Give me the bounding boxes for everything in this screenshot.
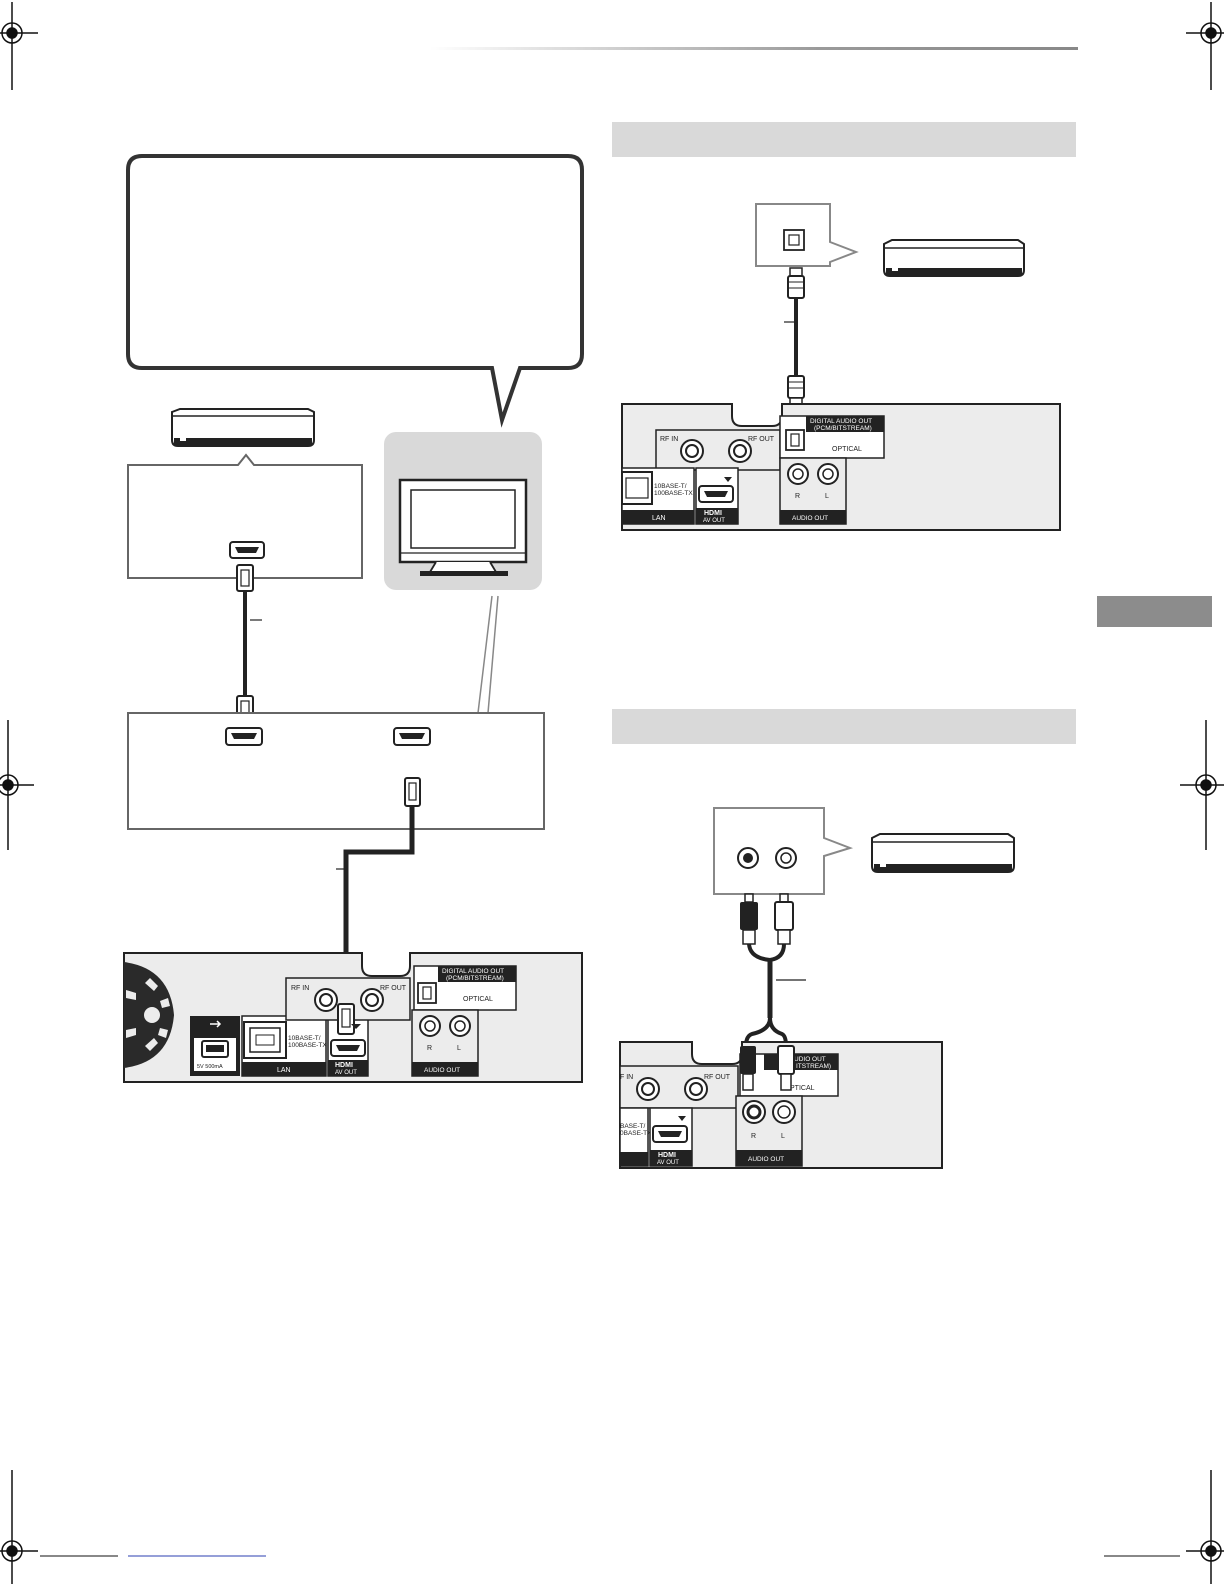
hdmi-logo-analog: HDMI	[658, 1152, 676, 1159]
header-rule	[430, 47, 1078, 50]
section-bar-analog	[612, 709, 1076, 744]
digital-audio-out-label-optical: DIGITAL AUDIO OUT	[810, 418, 872, 425]
av-out-label-optical: AV OUT	[703, 518, 725, 524]
audio-out-label-optical: AUDIO OUT	[792, 515, 828, 522]
av-out-label: AV OUT	[335, 1070, 357, 1076]
rf-out-label-analog: RF OUT	[704, 1074, 731, 1081]
hdmi-cable-amplifier	[236, 564, 262, 723]
player-rear-panel-optical: RF IN RF OUT 10BASE-T/ 100BASE-TX LAN HD…	[621, 403, 1061, 531]
hdmi-connection-diagram: 5V 500mA 10BASE-T/ 100BASE-TX LAN HDMI A…	[123, 154, 584, 1083]
rf-in-label-analog: F IN	[620, 1074, 633, 1081]
hdmi-port-icon	[229, 541, 265, 559]
lan-port-label: 10BASE-T/	[288, 1035, 321, 1042]
rf-out-label: RF OUT	[380, 985, 407, 992]
rca-cable	[740, 893, 806, 1047]
channel-r-label-analog: R	[751, 1133, 756, 1140]
amplifier-device	[171, 408, 315, 447]
amplifier-callout-box	[127, 453, 363, 579]
digital-audio-out-label-analog: UDIO OUT	[794, 1056, 826, 1063]
section-bar-optical	[612, 122, 1076, 157]
registration-mark-bottom-right	[1186, 1470, 1224, 1584]
pcm-bitstream-label: (PCM/BITSTREAM)	[446, 975, 504, 982]
lan-port-label2-analog: 0BASE-TX	[620, 1130, 652, 1137]
amplifier-device-analog	[871, 833, 1015, 873]
optical-cable	[784, 267, 805, 419]
optical-callout-box	[755, 203, 859, 267]
hdmi-cable-tv	[336, 777, 421, 1004]
hdmi-port-icon-tv	[393, 727, 431, 746]
tv-device	[384, 432, 542, 590]
rf-in-label: RF IN	[291, 985, 309, 992]
registration-mark-top-right	[1186, 2, 1224, 90]
channel-r-label-optical: R	[795, 493, 800, 500]
lan-port-label-optical: 10BASE-T/	[654, 483, 687, 490]
amplifier-device-optical	[883, 239, 1025, 277]
digital-audio-out-label: DIGITAL AUDIO OUT	[442, 968, 504, 975]
audio-out-label-analog: AUDIO OUT	[748, 1156, 784, 1163]
optical-connection-diagram: RF IN RF OUT 10BASE-T/ 100BASE-TX LAN HD…	[621, 203, 1061, 531]
hdmi-logo-optical: HDMI	[704, 510, 722, 517]
analog-connection-diagram: F IN RF OUT BASE-T/ 0BASE-TX HDMI AV OUT…	[619, 807, 1015, 1169]
lan-label: LAN	[277, 1067, 291, 1074]
registration-mark-mid-right	[1180, 720, 1224, 850]
player-rear-panel-analog: F IN RF OUT BASE-T/ 0BASE-TX HDMI AV OUT…	[619, 1041, 943, 1169]
channel-l-label-optical: L	[825, 493, 829, 500]
lan-label-optical: LAN	[652, 515, 666, 522]
lan-port-label2-optical: 100BASE-TX	[654, 490, 693, 497]
registration-mark-bottom-left	[0, 1470, 38, 1584]
lan-port-label-analog: BASE-T/	[620, 1123, 645, 1130]
channel-l-label: L	[457, 1045, 461, 1052]
pcm-bitstream-label-analog: ITSTREAM)	[796, 1063, 831, 1070]
side-tab	[1097, 596, 1212, 627]
av-out-label-analog: AV OUT	[657, 1160, 679, 1166]
usb-power-label: 5V 500mA	[197, 1064, 223, 1070]
registration-mark-top-left	[0, 2, 38, 90]
channel-r-label: R	[427, 1045, 432, 1052]
pcm-bitstream-label-optical: (PCM/BITSTREAM)	[814, 425, 872, 432]
optical-label-optical: OPTICAL	[832, 446, 862, 453]
speech-bubble	[126, 154, 584, 428]
hdmi-port-icon-player	[225, 727, 263, 746]
registration-mark-mid-left	[0, 720, 34, 850]
lan-port-label-2: 100BASE-TX	[288, 1042, 327, 1049]
player-rear-panel: 5V 500mA 10BASE-T/ 100BASE-TX LAN HDMI A…	[123, 952, 583, 1083]
ports-callout-box	[127, 712, 545, 830]
audio-out-label: AUDIO OUT	[424, 1067, 460, 1074]
hdmi-logo: HDMI	[335, 1062, 353, 1069]
optical-label-analog: PTICAL	[790, 1085, 815, 1092]
channel-l-label-analog: L	[781, 1133, 785, 1140]
rf-in-label-optical: RF IN	[660, 436, 678, 443]
optical-label: OPTICAL	[463, 996, 493, 1003]
rf-out-label-optical: RF OUT	[748, 436, 775, 443]
tv-callout-lines	[440, 595, 493, 714]
